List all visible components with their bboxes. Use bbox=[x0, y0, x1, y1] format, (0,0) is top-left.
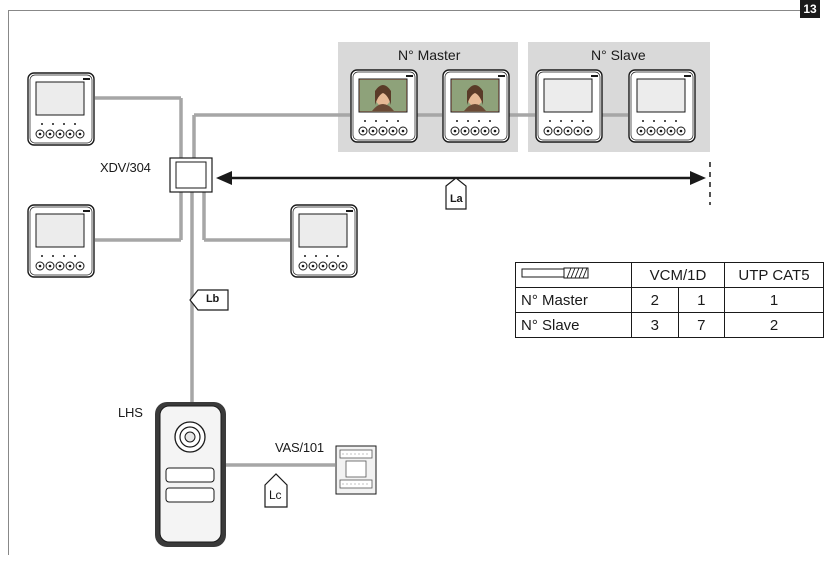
column-vcm: VCM/1D bbox=[631, 262, 725, 288]
cable-lb-label: Lb bbox=[206, 293, 220, 305]
la-dimension-arrow bbox=[216, 162, 711, 205]
power-supply-module bbox=[335, 445, 377, 495]
figure-number-badge: 13 bbox=[800, 0, 820, 18]
cell-utp: 2 bbox=[724, 312, 824, 338]
monitor-right-icon bbox=[290, 204, 358, 278]
cell-vcm-b: 7 bbox=[677, 312, 725, 338]
frame-top-border bbox=[8, 10, 813, 11]
door-station bbox=[155, 402, 226, 547]
table-row: N° Slave 3 7 2 bbox=[515, 312, 824, 338]
master-monitor-1-icon bbox=[350, 69, 418, 143]
row-label: N° Master bbox=[515, 287, 632, 313]
cell-utp: 1 bbox=[724, 287, 824, 313]
cell-vcm-a: 3 bbox=[631, 312, 679, 338]
power-supply-label: VAS/101 bbox=[275, 440, 324, 455]
master-monitor-2-icon bbox=[442, 69, 510, 143]
cable-la-label: La bbox=[450, 193, 463, 205]
cable-icon-cell bbox=[515, 262, 632, 288]
column-utp: UTP CAT5 bbox=[724, 262, 824, 288]
cable-lc-label: Lc bbox=[269, 488, 282, 502]
slave-monitor-2-icon bbox=[628, 69, 696, 143]
master-panel-title: N° Master bbox=[398, 47, 461, 63]
door-station-label: LHS bbox=[118, 405, 143, 420]
distributor-label: XDV/304 bbox=[100, 160, 151, 175]
cell-vcm-a: 2 bbox=[631, 287, 679, 313]
table-row: N° Master 2 1 1 bbox=[515, 287, 824, 313]
la-tag bbox=[445, 177, 467, 210]
distributor-box bbox=[169, 157, 213, 193]
cable-table-header: VCM/1D UTP CAT5 bbox=[515, 262, 824, 288]
lc-tag bbox=[264, 473, 288, 508]
row-label: N° Slave bbox=[515, 312, 632, 338]
cell-vcm-b: 1 bbox=[677, 287, 725, 313]
slave-panel-title: N° Slave bbox=[591, 47, 646, 63]
cable-icon bbox=[521, 267, 589, 279]
frame-left-border bbox=[8, 10, 9, 555]
cable-table: VCM/1D UTP CAT5 N° Master 2 1 1 N° Slave… bbox=[515, 262, 824, 338]
slave-monitor-1-icon bbox=[535, 69, 603, 143]
monitor-bottom-left-icon bbox=[27, 204, 95, 278]
monitor-top-left-icon bbox=[27, 72, 95, 146]
lb-tag bbox=[189, 289, 229, 311]
